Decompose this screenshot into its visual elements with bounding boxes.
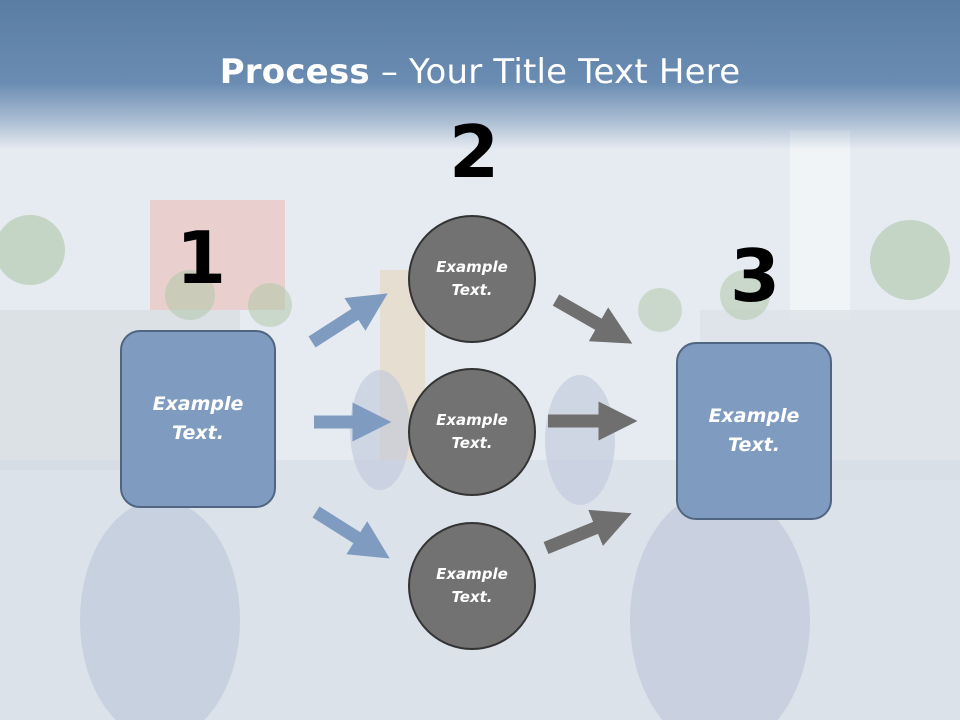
title-rest: – Your Title Text Here	[369, 52, 741, 92]
step-number-1: 1	[176, 216, 227, 300]
process-circle-bottom: Example Text.	[408, 522, 536, 650]
blue-arrow-down	[312, 506, 390, 559]
circle-top-line-1: Example	[436, 258, 508, 276]
circle-bottom-line-1: Example	[436, 565, 508, 583]
left-process-box: Example Text.	[120, 330, 276, 508]
circle-top-line-2: Text.	[451, 281, 493, 299]
slide-title: Process – Your Title Text Here	[0, 52, 960, 92]
right-process-box: Example Text.	[676, 342, 832, 520]
title-banner	[0, 0, 960, 150]
title-bold: Process	[219, 52, 370, 92]
circle-middle-line-1: Example	[436, 411, 508, 429]
process-circle-middle: Example Text.	[408, 368, 536, 496]
gray-arrow-up	[543, 509, 632, 555]
circle-bottom-line-2: Text.	[451, 588, 493, 606]
left-box-line-2: Text.	[172, 422, 224, 444]
right-box-line-1: Example	[708, 405, 800, 427]
step-number-3: 3	[730, 234, 781, 318]
gray-arrow-down	[552, 294, 633, 344]
circle-middle-line-2: Text.	[451, 434, 493, 452]
right-box-line-2: Text.	[728, 434, 780, 456]
process-circle-top: Example Text.	[408, 215, 536, 343]
blue-arrow-up	[308, 293, 388, 348]
step-number-2: 2	[449, 110, 500, 194]
left-box-line-1: Example	[152, 393, 244, 415]
